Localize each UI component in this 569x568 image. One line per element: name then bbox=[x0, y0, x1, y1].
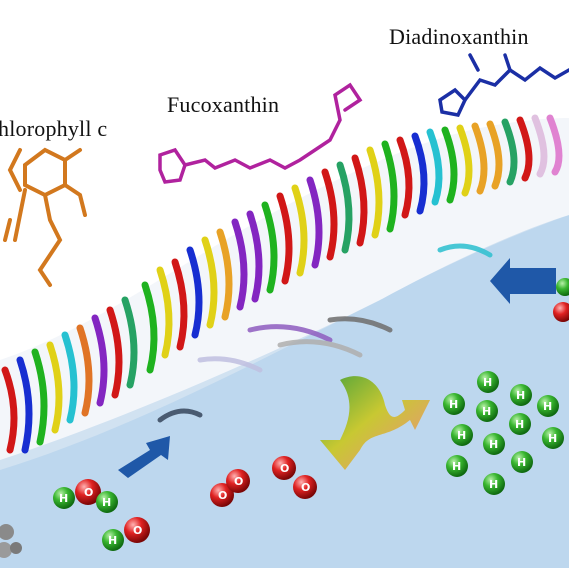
svg-text:H: H bbox=[449, 398, 458, 411]
svg-text:H: H bbox=[483, 376, 492, 389]
blue-arrow-right bbox=[490, 258, 556, 304]
svg-text:O: O bbox=[133, 524, 142, 537]
svg-text:O: O bbox=[84, 486, 93, 499]
svg-text:H: H bbox=[452, 460, 461, 473]
fucoxanthin-molecule bbox=[158, 82, 363, 184]
grey-spheres bbox=[0, 524, 22, 558]
oxygen-molecule: O O bbox=[210, 469, 250, 507]
svg-text:H: H bbox=[489, 438, 498, 451]
fucoxanthin-label: Fucoxanthin bbox=[167, 92, 280, 117]
protein-complex bbox=[0, 114, 569, 470]
chlorophyll-c-label: hlorophyll c bbox=[0, 116, 108, 141]
svg-text:H: H bbox=[59, 492, 68, 505]
svg-text:H: H bbox=[102, 496, 111, 509]
svg-text:O: O bbox=[218, 489, 227, 502]
svg-text:H: H bbox=[482, 405, 491, 418]
svg-text:H: H bbox=[457, 429, 466, 442]
blue-arrow-left bbox=[118, 436, 170, 478]
membrane-lumen bbox=[0, 215, 569, 568]
diadinoxanthin-label: Diadinoxanthin bbox=[389, 24, 529, 49]
svg-text:O: O bbox=[234, 475, 243, 488]
svg-text:O: O bbox=[301, 481, 310, 494]
svg-text:H: H bbox=[515, 418, 524, 431]
proton-cluster: H H H H H H H H H H H H bbox=[443, 371, 564, 495]
svg-text:H: H bbox=[548, 432, 557, 445]
gradient-arrow bbox=[320, 376, 430, 470]
svg-text:H: H bbox=[543, 400, 552, 413]
water-molecule: H O bbox=[102, 517, 150, 551]
diadinoxanthin-molecule bbox=[438, 53, 569, 117]
water-molecule: H O H bbox=[53, 479, 118, 513]
oxygen-molecule: O O bbox=[272, 456, 317, 499]
svg-text:H: H bbox=[108, 534, 117, 547]
svg-text:O: O bbox=[280, 462, 289, 475]
svg-text:H: H bbox=[516, 389, 525, 402]
svg-text:H: H bbox=[489, 478, 498, 491]
chlorophyll-c-molecule bbox=[3, 147, 87, 287]
svg-text:H: H bbox=[517, 456, 526, 469]
water-molecule-partial bbox=[553, 278, 569, 322]
